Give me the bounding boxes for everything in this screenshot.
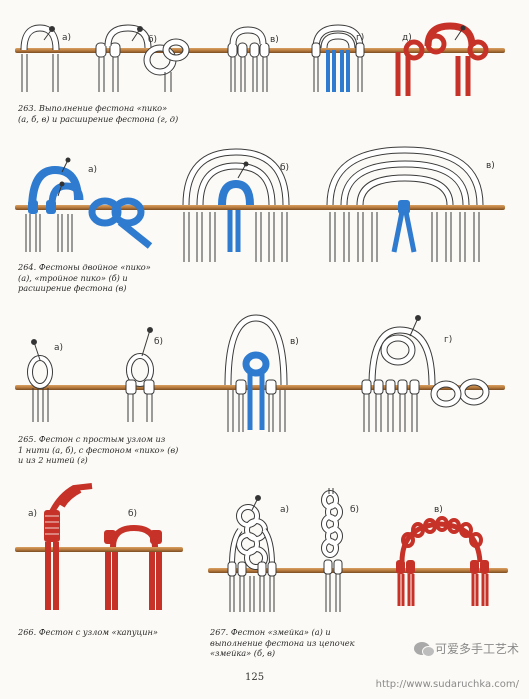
- label-265-b: б): [154, 337, 163, 347]
- label-266-b: б): [128, 509, 137, 519]
- fig-266: а) б): [15, 483, 183, 610]
- label-263-a: а): [62, 33, 71, 43]
- caption-263: 263. Выполнение фестона «пико» (а, б, в)…: [18, 103, 178, 124]
- fig-263-v: [227, 26, 270, 92]
- label-264-b: б): [280, 163, 289, 173]
- caption-line: выполнение фестона из цепочек: [210, 637, 355, 648]
- fig-267-b: [321, 488, 343, 612]
- label-267-b: б): [350, 505, 359, 515]
- label-263-b: б): [148, 35, 157, 45]
- caption-line: (а), «тройное пико» (б) и: [18, 272, 128, 283]
- fig-265: а) б) в): [15, 314, 505, 432]
- label-266-a: а): [28, 509, 37, 519]
- fig-265-a: [27, 339, 53, 422]
- caption-line: 266. Фестон с узлом «капуцин»: [18, 627, 158, 637]
- page-number: 125: [245, 672, 265, 683]
- fig-263-b: [95, 24, 190, 92]
- fig-267: а) б): [208, 488, 508, 612]
- fig-263-a: [20, 24, 60, 92]
- watermark-title-row: 可爱多手工艺术: [376, 640, 519, 657]
- fig-263-g: [311, 24, 365, 92]
- caption-line: расширение фестона (в): [18, 283, 127, 293]
- caption-line: 263. Выполнение фестона «пико»: [18, 103, 168, 113]
- wechat-icon: [413, 642, 435, 657]
- fig-263-d: [395, 22, 489, 96]
- label-267-a: а): [280, 505, 289, 515]
- caption-line: 264. Фестоны двойное «пико»: [18, 262, 151, 272]
- fig-265-g: [361, 315, 490, 432]
- label-265-a: а): [54, 343, 63, 353]
- caption-264: 264. Фестоны двойное «пико» (а), «тройно…: [18, 262, 151, 294]
- caption-line: и из 2 нитей (г): [18, 455, 88, 465]
- rod: [15, 547, 183, 552]
- label-267-v: в): [434, 505, 443, 515]
- fig-264-a: [25, 157, 153, 252]
- fig-264-v: [326, 146, 484, 262]
- caption-line: 265. Фестон с простым узлом из: [18, 434, 166, 444]
- label-264-a: а): [88, 165, 97, 175]
- label-265-v: в): [290, 337, 299, 347]
- rod: [208, 568, 508, 573]
- fig-263: а) б): [15, 22, 505, 96]
- label-263-g: г): [356, 33, 364, 43]
- caption-line: «змейка» (б, в): [210, 648, 276, 658]
- caption-line: 267. Фестон «змейка» (а) и: [210, 627, 331, 637]
- fig-265-b: [125, 327, 155, 422]
- caption-267: 267. Фестон «змейка» (а) и выполнение фе…: [210, 627, 355, 659]
- watermark-url: http://www.sudaruchka.com/: [375, 679, 519, 690]
- caption-266: 266. Фестон с узлом «капуцин»: [18, 627, 158, 638]
- fig-266-a: [44, 483, 93, 610]
- fig-267-a: [227, 495, 277, 612]
- label-265-g: г): [444, 335, 452, 345]
- label-263-v: в): [270, 35, 279, 45]
- fig-266-b: [104, 524, 162, 610]
- fig-264: а) б): [15, 146, 505, 262]
- fig-267-v: [396, 516, 489, 606]
- label-263-d: д): [402, 33, 412, 43]
- rod: [15, 205, 505, 210]
- fig-265-v: [224, 314, 288, 432]
- fig-264-b: [182, 148, 290, 262]
- watermark-title: 可爱多手工艺术: [434, 642, 519, 656]
- caption-line: (а, б, в) и расширение фестона (г, д): [18, 113, 179, 124]
- caption-265: 265. Фестон с простым узлом из 1 нити (а…: [18, 434, 178, 466]
- label-264-v: в): [486, 161, 495, 171]
- caption-line: 1 нити (а, б), с фестоном «пико» (в): [18, 444, 179, 455]
- watermark: 可爱多手工艺术 http://www.sudaruchka.com/: [376, 640, 519, 690]
